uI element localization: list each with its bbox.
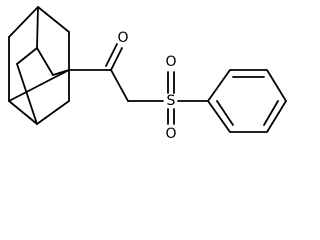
ketone-linker	[68, 43, 129, 102]
structure-canvas: O S O O	[8, 6, 287, 142]
bond	[8, 6, 39, 38]
bond	[16, 47, 38, 65]
phenyl-ring-outline	[207, 69, 287, 133]
chemical-structure-diagram: O S O O	[8, 6, 287, 142]
sulfur-label: S	[167, 93, 176, 109]
phenyl-ring	[207, 69, 287, 133]
bond	[8, 100, 38, 125]
bond	[110, 47, 123, 71]
bond	[16, 63, 38, 125]
sulfonyl-oxygen-bottom-label: O	[165, 126, 176, 142]
bond	[36, 100, 70, 125]
sulfonyl-group	[167, 71, 175, 125]
adamantyl-cage	[8, 6, 70, 125]
bond	[36, 6, 39, 49]
carbonyl-oxygen-label: O	[117, 30, 128, 46]
bond	[263, 100, 279, 126]
bond	[36, 47, 54, 76]
bond	[110, 69, 129, 102]
bond	[105, 43, 118, 67]
sulfonyl-oxygen-top-label: O	[165, 54, 176, 70]
bond	[216, 100, 234, 126]
bond	[8, 69, 70, 102]
bond	[37, 6, 70, 33]
